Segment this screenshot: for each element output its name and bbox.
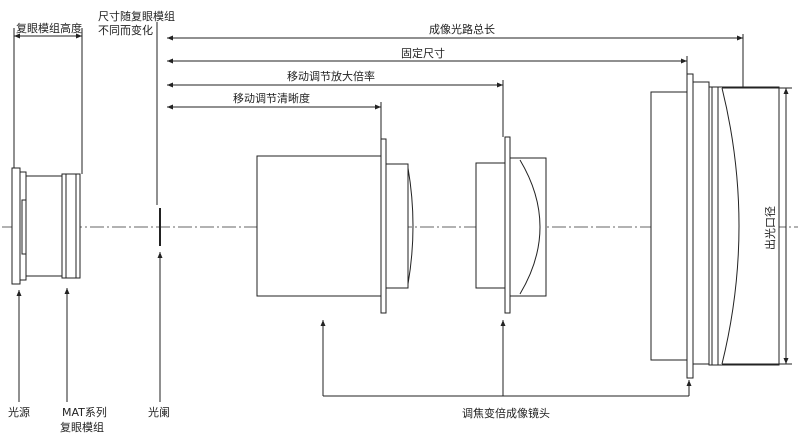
mat-series-label-line1: MAT系列 bbox=[62, 405, 107, 419]
exit-aperture-dimension bbox=[779, 87, 792, 365]
mat-series-label-line2: 复眼模组 bbox=[60, 420, 104, 434]
total-length-label: 成像光路总长 bbox=[429, 22, 495, 36]
lens-group-2 bbox=[475, 136, 547, 314]
compound-eye-height-label: 复眼模组高度 bbox=[16, 21, 82, 35]
mat-compound-eye-module bbox=[11, 167, 81, 285]
fixed-size-label: 固定尺寸 bbox=[401, 46, 445, 60]
total-length-dimension bbox=[167, 34, 744, 88]
magnification-dimension bbox=[167, 80, 504, 137]
focus-label: 移动调节清晰度 bbox=[233, 91, 310, 105]
size-note-line2: 不同而变化 bbox=[98, 23, 153, 37]
zoom-lens-bracket bbox=[320, 320, 692, 397]
focus-dimension bbox=[167, 102, 382, 139]
zoom-lens-label: 调焦变倍成像镜头 bbox=[462, 406, 550, 420]
mat-module-leader bbox=[64, 288, 70, 402]
lens-group-1 bbox=[256, 138, 414, 314]
exit-aperture-label: 出光口径 bbox=[763, 206, 777, 250]
diaphragm-leader bbox=[157, 252, 163, 402]
diaphragm-label: 光阑 bbox=[148, 405, 170, 419]
compound-eye-height-dimension bbox=[13, 28, 83, 174]
output-lens-group bbox=[650, 73, 780, 379]
light-source-leader bbox=[16, 290, 22, 402]
magnification-label: 移动调节放大倍率 bbox=[287, 69, 375, 83]
light-source-label: 光源 bbox=[8, 405, 30, 419]
fixed-size-dimension bbox=[167, 56, 688, 74]
size-note-line1: 尺寸随复眼模组 bbox=[98, 9, 175, 23]
